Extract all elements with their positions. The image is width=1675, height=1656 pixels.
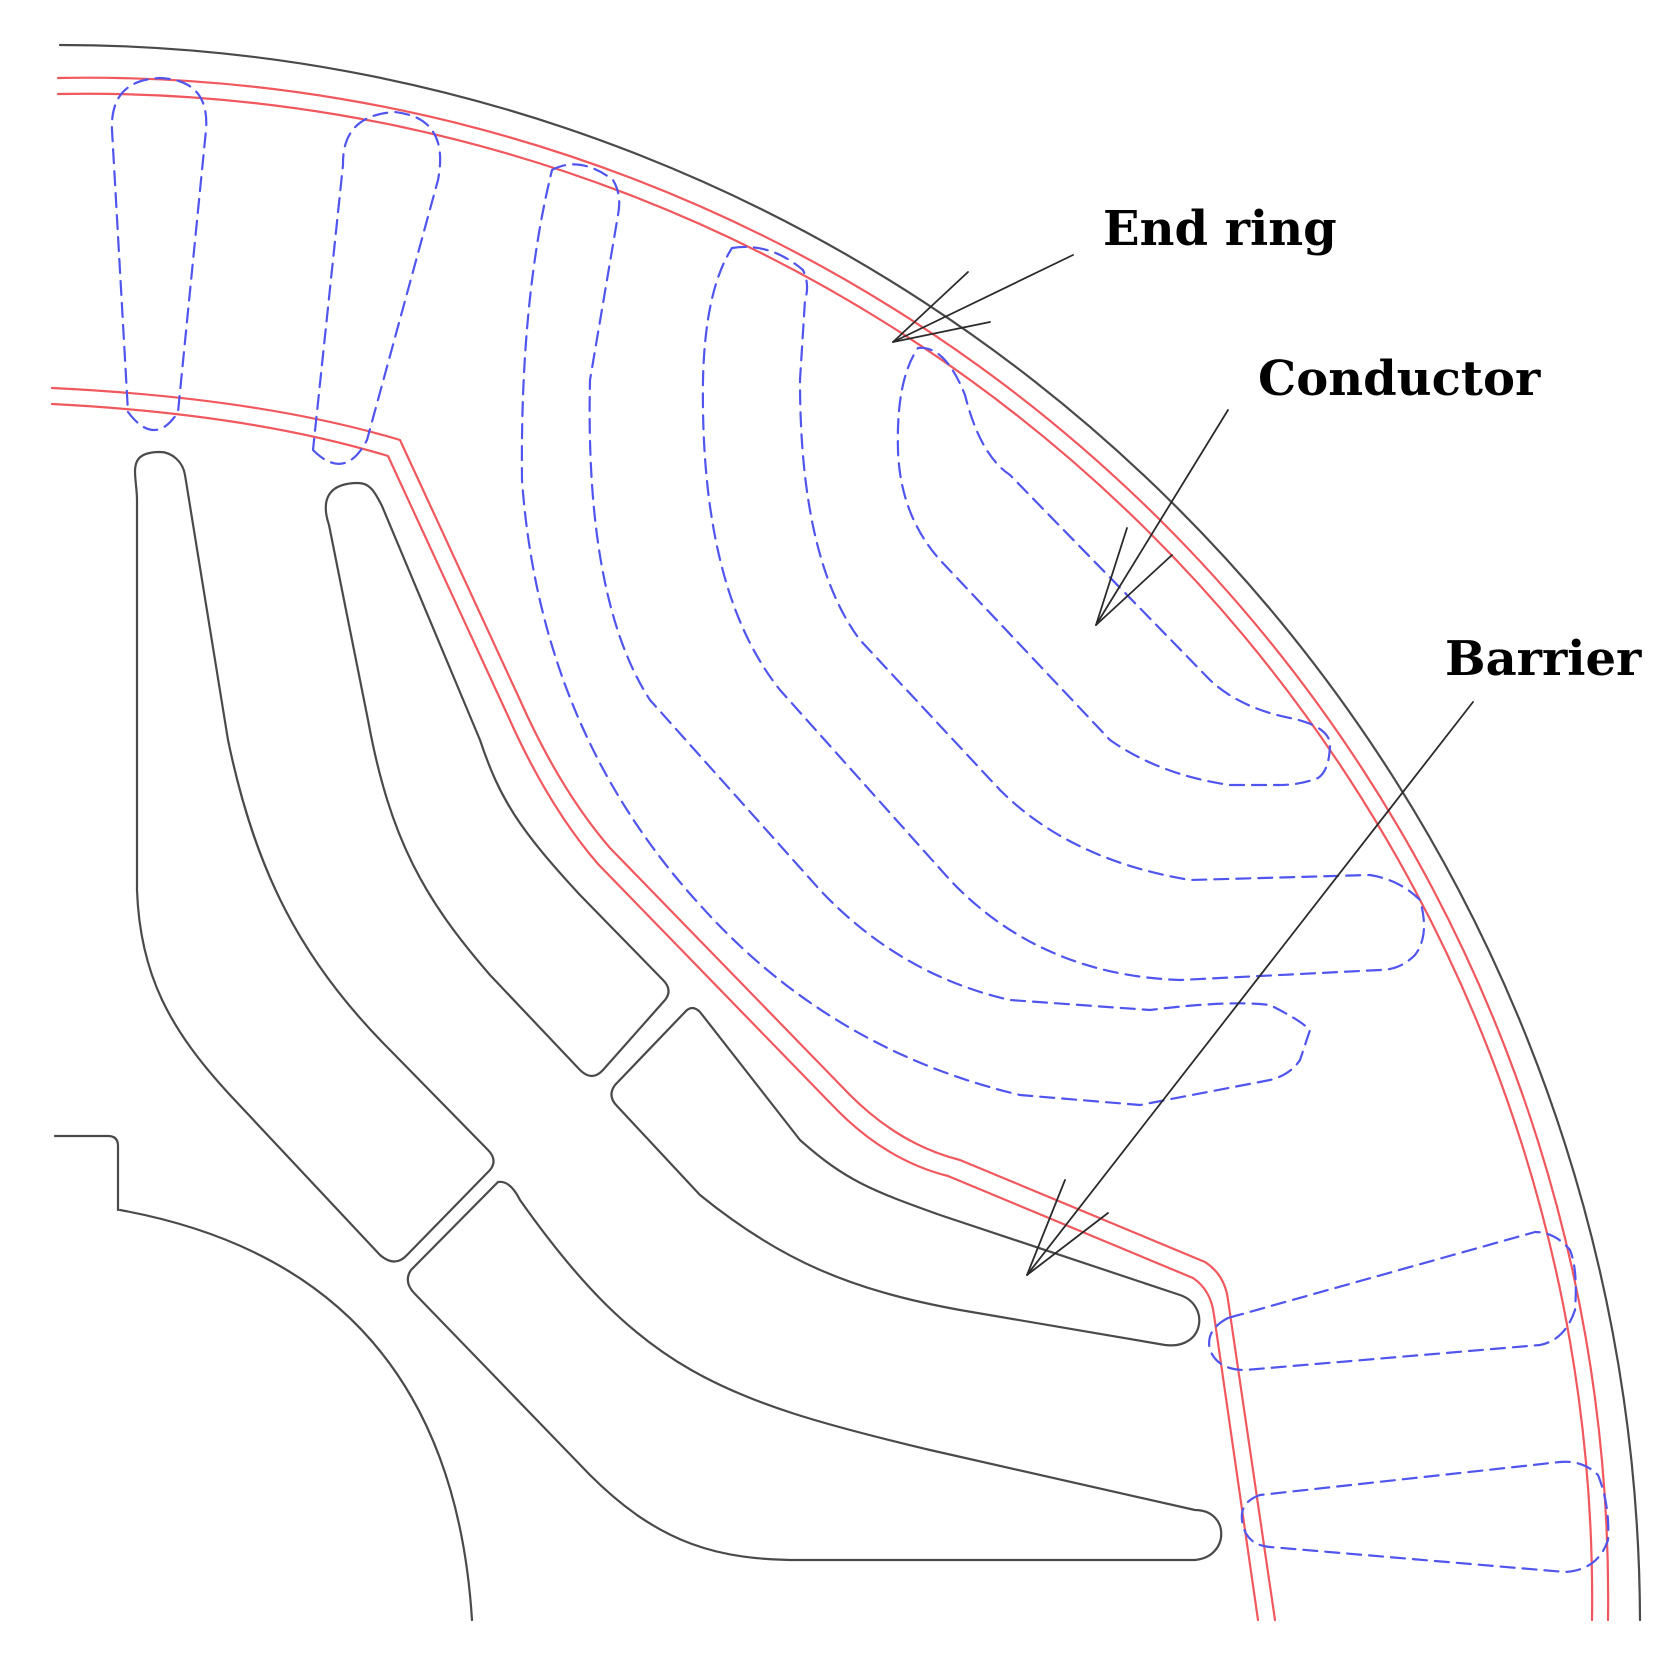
conductor-bar-2 <box>311 110 442 465</box>
barrier-1-right <box>406 1180 1223 1562</box>
barrier-leader <box>1026 701 1474 1276</box>
barrier-1-left <box>133 450 495 1263</box>
end-ring-outer-line-1 <box>56 76 1610 1622</box>
shaft-arc <box>118 1208 474 1622</box>
conductor-bar-6 <box>1208 1230 1577 1372</box>
conductor-bar-3 <box>520 163 1312 1107</box>
rotor-outer-arc <box>58 43 1642 1622</box>
end-ring-inner-line-2 <box>50 402 1260 1622</box>
conductor-bar-1 <box>110 76 208 431</box>
barrier-label: Barrier <box>1445 631 1642 687</box>
end-ring-label: End ring <box>1103 201 1337 257</box>
conductor-label: Conductor <box>1258 351 1541 407</box>
end-ring-inner-line-1 <box>50 386 1277 1622</box>
conductor-bar-7 <box>1240 1460 1610 1574</box>
end-ring-outer-line-2 <box>56 92 1594 1622</box>
shaft-keyway <box>53 1134 120 1212</box>
end-ring-leader <box>892 254 1074 343</box>
barrier-2-right <box>610 1006 1201 1347</box>
barrier-2-left <box>324 481 670 1078</box>
conductor-bar-5 <box>896 346 1332 787</box>
conductor-leader <box>1095 409 1229 626</box>
conductor-bar-4 <box>701 245 1426 982</box>
